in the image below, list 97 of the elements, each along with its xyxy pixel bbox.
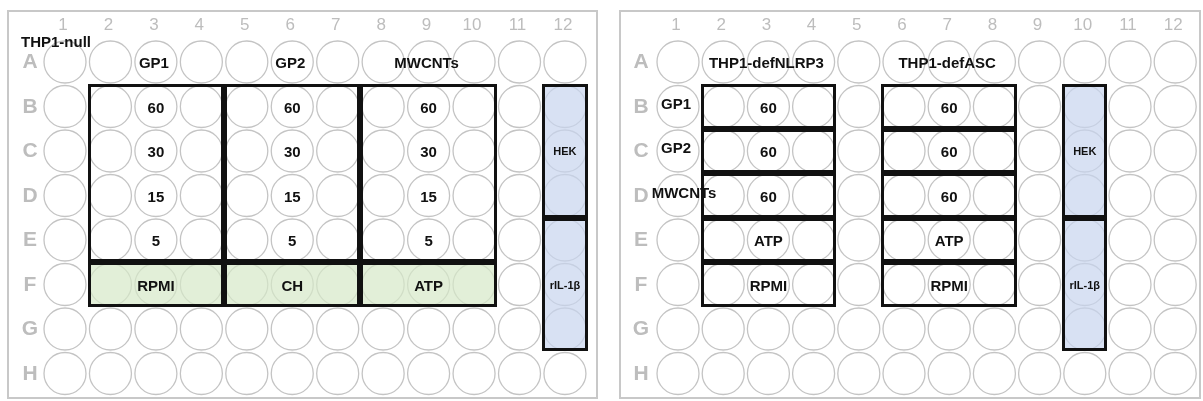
well-label: 15 — [420, 188, 437, 203]
group-label: GP2 — [275, 54, 306, 70]
row-letter: D — [22, 183, 38, 204]
well-label: HEK — [553, 145, 577, 157]
well-plate — [7, 10, 598, 399]
well-group-box — [700, 262, 837, 307]
column-number: 11 — [1119, 15, 1137, 33]
well-label: 60 — [283, 99, 301, 114]
column-number: 5 — [240, 15, 250, 33]
group-label: THP1-defASC — [898, 54, 996, 70]
well-label: 60 — [940, 188, 958, 203]
column-number: 5 — [852, 15, 862, 33]
well-group-box — [881, 217, 1017, 263]
row-letter: B — [633, 94, 649, 115]
group-label: MWCNTs — [394, 54, 459, 70]
well-group-box — [224, 262, 361, 307]
well-label: 5 — [288, 232, 297, 248]
column-number: 2 — [103, 15, 114, 33]
well-label: ATP — [753, 232, 783, 248]
group-label: GP1 — [661, 95, 691, 110]
well-label: rIL-1β — [549, 279, 581, 290]
column-number: 9 — [1032, 15, 1043, 33]
row-letter: G — [21, 316, 39, 338]
well-label: 60 — [760, 188, 777, 203]
row-letter: D — [633, 183, 649, 204]
well-group-box — [542, 217, 588, 352]
well-label: HEK — [1073, 145, 1097, 157]
column-number: 8 — [987, 15, 998, 33]
row-letter: C — [633, 138, 649, 160]
well-group-box — [700, 217, 837, 263]
well-label: 5 — [151, 232, 161, 248]
well-group-box — [360, 84, 497, 263]
well-group-box — [87, 84, 225, 263]
well-label: 30 — [147, 143, 165, 159]
well-label: 60 — [147, 99, 165, 114]
well-label: 15 — [283, 188, 301, 203]
column-number: 7 — [942, 15, 952, 33]
column-number: 3 — [761, 15, 772, 33]
well-label: 60 — [760, 99, 777, 114]
well-group-box — [1062, 217, 1108, 352]
well-group-box — [1062, 84, 1108, 218]
row-letter: G — [632, 316, 650, 338]
well-label: 30 — [283, 143, 301, 159]
well-group-box — [881, 84, 1017, 129]
well-group-box — [881, 262, 1017, 307]
well-group-box — [881, 173, 1017, 218]
well-group-box — [360, 262, 497, 307]
well-group-box — [542, 84, 588, 218]
well-label: 15 — [147, 188, 165, 203]
group-label: THP1-defNLRP3 — [708, 54, 824, 70]
row-letter: B — [22, 94, 38, 115]
well-label: 60 — [940, 143, 958, 159]
column-number: 1 — [58, 15, 68, 33]
well-label: RPMI — [749, 277, 788, 292]
row-letter: F — [634, 272, 648, 293]
well-label: ATP — [934, 232, 964, 248]
well-label: 5 — [424, 232, 433, 248]
column-number: 7 — [330, 15, 341, 33]
row-letter: A — [633, 49, 649, 71]
well-group-box — [224, 84, 361, 263]
well-label: 60 — [940, 99, 958, 114]
column-number: 4 — [806, 15, 817, 33]
column-number: 12 — [1163, 15, 1183, 33]
column-number: 12 — [553, 15, 573, 33]
column-number: 2 — [716, 15, 726, 33]
well-label: RPMI — [137, 277, 175, 292]
row-letter: F — [23, 272, 37, 293]
row-letter: H — [22, 361, 38, 382]
plate-title: THP1-null — [21, 34, 91, 49]
well-label: ATP — [414, 277, 444, 292]
well-group-box — [700, 84, 837, 129]
well-label: 60 — [420, 99, 437, 114]
well-label: RPMI — [930, 277, 968, 292]
well-label: 60 — [760, 143, 777, 159]
row-letter: E — [634, 227, 648, 249]
row-letter: E — [23, 227, 37, 249]
column-number: 3 — [149, 15, 159, 33]
row-letter: A — [22, 49, 38, 71]
column-number: 9 — [421, 15, 432, 33]
well-group-box — [87, 262, 225, 307]
column-number: 10 — [1073, 15, 1093, 33]
row-letter: C — [22, 138, 38, 160]
well-label: CH — [281, 277, 304, 292]
column-number: 8 — [376, 15, 386, 33]
column-number: 6 — [285, 15, 295, 33]
group-label: GP2 — [661, 139, 691, 155]
group-label: GP1 — [138, 54, 169, 70]
column-number: 11 — [508, 15, 527, 33]
column-number: 10 — [462, 15, 482, 33]
well-group-box — [881, 128, 1017, 174]
column-number: 6 — [897, 15, 907, 33]
column-number: 1 — [671, 15, 681, 33]
well-group-box — [700, 128, 837, 174]
column-number: 4 — [194, 15, 205, 33]
well-label: rIL-1β — [1069, 279, 1101, 290]
row-letter: H — [633, 361, 649, 382]
well-label: 30 — [420, 143, 437, 159]
